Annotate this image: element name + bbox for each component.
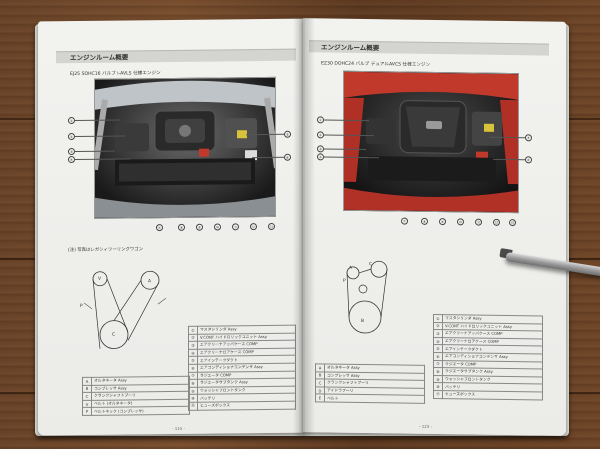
callout-11: ⑪ (232, 223, 239, 231)
engine-subtitle: EJ25 SOHC16 バルブ i-AVLS 仕様エンジン (70, 71, 161, 78)
table-key: A (315, 363, 325, 372)
callout-13: ⑬ (268, 222, 275, 230)
pulley-label: C (369, 262, 373, 268)
table-key: ⑦ (188, 371, 198, 380)
table-key: ② (188, 333, 198, 342)
table-value: ベルトネック (コンプレッサ) (91, 406, 190, 416)
callout-9: ⑨ (439, 218, 446, 226)
table-key: ⑧ (433, 367, 443, 376)
table-key: ② (433, 322, 443, 330)
callout-12: ⑫ (250, 223, 257, 231)
pulley-label: A (349, 265, 353, 271)
table-key: ⑧ (188, 379, 198, 388)
table-key: C (82, 392, 92, 401)
table-key: ⑥ (188, 364, 198, 372)
table-key: ⑥ (433, 352, 443, 361)
table-key: ③ (433, 329, 443, 338)
table-key: ⑪ (188, 402, 198, 410)
pulley-label: B (361, 318, 365, 325)
table-key: ⑨ (188, 386, 198, 395)
pulley-label: V (98, 276, 102, 282)
callout-9: ⑨ (196, 223, 203, 231)
table-key: E (315, 394, 325, 402)
table-key: C (315, 379, 325, 387)
table-key: ⑪ (433, 390, 443, 399)
engine-bay-illustration (344, 71, 519, 214)
engine-bay-photo (343, 70, 519, 214)
callout-8: ⑧ (178, 223, 185, 231)
callout-2: ② (68, 133, 75, 141)
callout-4: ④ (68, 156, 75, 164)
callout-4: ④ (317, 153, 324, 161)
table-key: ① (433, 314, 443, 323)
engine-bay-illustration (94, 77, 276, 219)
open-manual: エンジンルーム概要 EJ25 SOHC16 バルブ i-AVLS 仕様エンジン (35, 14, 569, 438)
table-key: ⑤ (433, 344, 443, 353)
table-value: ベルト (324, 394, 425, 404)
callout-3: ③ (68, 148, 75, 156)
table-value: ヒューズボックス (197, 401, 296, 410)
callout-11: ⑪ (475, 218, 482, 226)
callout-7: ⑦ (401, 217, 408, 225)
page-number: - 123 - (419, 423, 433, 429)
table-key: ⑩ (188, 394, 198, 403)
table-key: ⑨ (433, 375, 443, 383)
section-header: エンジンルーム概要 (70, 53, 129, 63)
callout-6: ⑥ (525, 156, 532, 164)
table-key: ③ (188, 341, 198, 350)
table-key: A (82, 377, 92, 386)
callout-3: ③ (317, 145, 324, 153)
table-key: D (315, 386, 325, 395)
table-key: P (82, 407, 92, 416)
left-page: エンジンルーム概要 EJ25 SOHC16 バルブ i-AVLS 仕様エンジン (38, 18, 303, 436)
table-key: ⑦ (433, 360, 443, 368)
callout-1: ① (68, 117, 75, 125)
pulley-label: C (112, 332, 116, 338)
callout-2: ② (317, 131, 324, 139)
table-key: V (82, 400, 92, 408)
engine-subtitle: EZ30 DOHC24 バルブ デュアルAVCS 仕様エンジン (321, 61, 431, 68)
belt-routing-diagram (346, 260, 388, 334)
callout-1: ① (317, 116, 324, 124)
belt-routing-diagram (83, 270, 167, 349)
callout-7: ⑦ (156, 224, 163, 232)
table-key: ① (188, 326, 198, 334)
section-header: エンジンルーム概要 (321, 43, 380, 53)
callout-10: ⑩ (457, 218, 464, 226)
photo-note: (注) 写真はレガシィツーリングワゴン (68, 247, 144, 254)
table-key: B (315, 371, 325, 380)
table-key: ④ (188, 348, 198, 357)
table-key: B (82, 384, 92, 393)
table-key: ⑩ (433, 382, 443, 391)
callout-13: ⑬ (509, 219, 516, 227)
right-page: エンジンルーム概要 EZ30 DOHC24 バルブ デュアルAVCS 仕様エンジ… (303, 18, 566, 436)
callout-10: ⑩ (214, 223, 221, 231)
table-value: ヒューズボックス (442, 390, 543, 400)
callout-8: ⑧ (421, 217, 428, 225)
page-number: - 115 - (172, 425, 186, 431)
callout-12: ⑫ (493, 218, 500, 226)
callout-5: ⑤ (525, 134, 532, 142)
pulley-label: P (80, 303, 83, 309)
callout-6: ⑥ (284, 153, 291, 161)
table-key: ⑤ (188, 356, 198, 365)
callout-5: ⑤ (284, 130, 291, 138)
pulley-label: P (343, 278, 346, 284)
pulley-label: A (148, 279, 152, 285)
table-key: ④ (433, 337, 443, 345)
engine-bay-photo (94, 76, 276, 219)
